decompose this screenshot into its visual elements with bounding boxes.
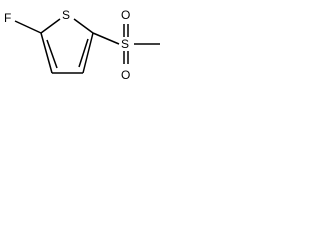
bond-s1-c5 bbox=[73, 18, 94, 34]
bond-c2-c3 bbox=[40, 32, 53, 74]
bond-c5-sulfonyl-s bbox=[92, 32, 120, 45]
fluorine-atom-label: F bbox=[4, 11, 11, 25]
sulfonyl-sulfur-atom-label: S bbox=[121, 37, 129, 51]
oxygen-bottom-atom-label: O bbox=[121, 68, 130, 82]
bond-c2-s1 bbox=[40, 18, 61, 34]
bond-c4-c5-inner bbox=[78, 38, 89, 68]
structure-diagram: F S S O O bbox=[4, 8, 160, 82]
oxygen-top-atom-label: O bbox=[121, 8, 130, 22]
bond-c2-f bbox=[14, 20, 42, 34]
ring-sulfur-atom-label: S bbox=[62, 8, 70, 22]
bond-c3-c3-inner bbox=[46, 39, 58, 69]
bond-c4-c5 bbox=[82, 32, 94, 74]
